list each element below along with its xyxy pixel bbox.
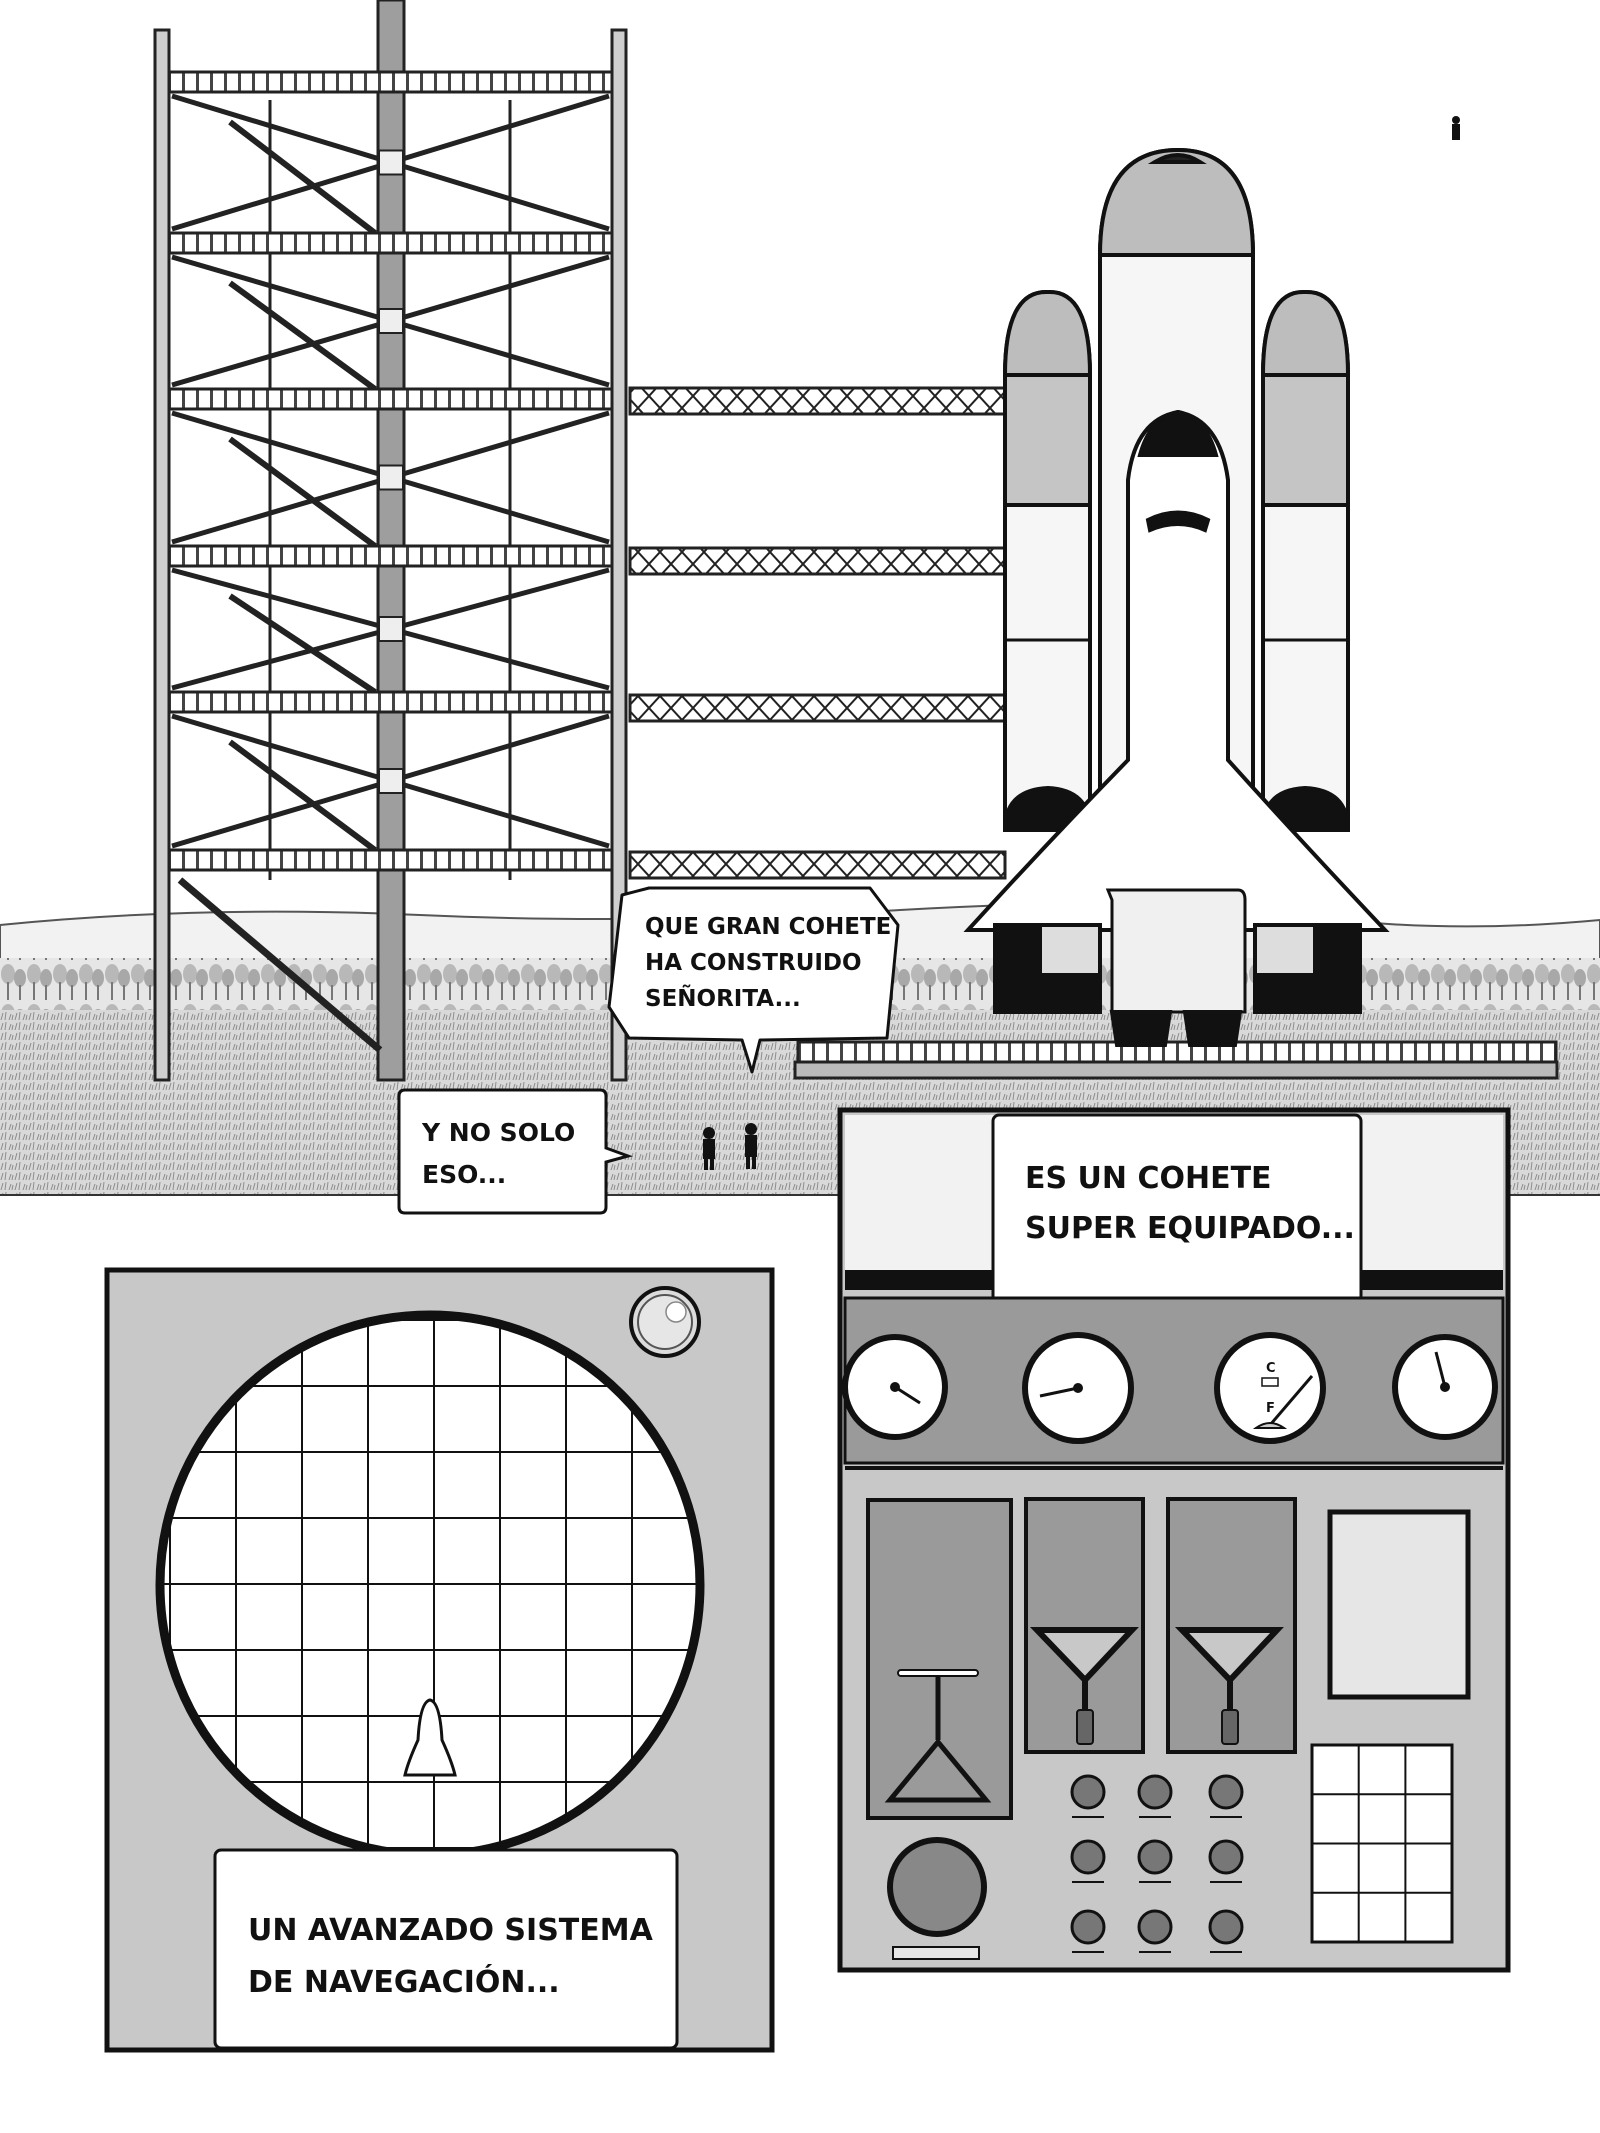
throttle-panel (866, 1498, 1013, 1820)
space-shuttle (963, 147, 1390, 1047)
button-grid (1070, 1774, 1244, 1953)
navigation-panel: UN AVANZADO SISTEMA DE NAVEGACIÓN... (104, 1267, 775, 2053)
keypad-grid (1310, 1743, 1454, 1944)
cockpit-caption-line-2: SUPER EQUIPADO... (1025, 1211, 1355, 1246)
navigation-caption-box: UN AVANZADO SISTEMA DE NAVEGACIÓN... (213, 1848, 679, 2050)
fuel-gauge-f-label: F (1266, 1401, 1275, 1416)
speech-reply-line-1: Y NO SOLO (421, 1118, 575, 1147)
speech-question-line-3: SEÑORITA... (645, 984, 801, 1012)
fuel-gauge-c-label: C (1266, 1361, 1276, 1376)
speech-question-line-1: QUE GRAN COHETE (645, 914, 891, 940)
radar-screen (155, 1310, 705, 1860)
rocket-blip-icon (403, 1698, 457, 1777)
person-left (703, 1127, 715, 1170)
lever-panel-left (1024, 1497, 1145, 1754)
cockpit-caption-box: ES UN COHETE SUPER EQUIPADO... (991, 1113, 1363, 1304)
access-arms (628, 386, 1007, 880)
navigation-caption-line-2: DE NAVEGACIÓN... (248, 1963, 560, 2000)
cockpit-caption-line-1: ES UN COHETE (1025, 1161, 1272, 1196)
speech-bubble-reply: Y NO SOLO ESO... (397, 1088, 633, 1215)
tiny-figure-far (1452, 116, 1460, 140)
big-round-button (887, 1837, 987, 1960)
fuel-gauge: C F (1214, 1332, 1326, 1444)
gauge-4 (1392, 1334, 1498, 1440)
launch-platform (793, 1040, 1559, 1080)
person-right (745, 1123, 757, 1169)
speech-bubble-question: QUE GRAN COHETE HA CONSTRUIDO SEÑORITA..… (607, 886, 900, 1074)
lever-panel-right (1166, 1497, 1297, 1754)
launch-tower (153, 0, 628, 1082)
cockpit-panel: ES UN COHETE SUPER EQUIPADO... C F (837, 1107, 1511, 1973)
navigation-caption-line-1: UN AVANZADO SISTEMA (248, 1913, 654, 1948)
gauge-2 (1022, 1332, 1134, 1444)
gauge-1 (842, 1334, 948, 1440)
speech-reply-line-2: ESO... (422, 1160, 506, 1189)
cockpit-display-screen (1327, 1509, 1471, 1700)
launch-panel: QUE GRAN COHETE HA CONSTRUIDO SEÑORITA..… (0, 0, 1600, 1215)
speech-question-line-2: HA CONSTRUIDO (645, 950, 862, 976)
